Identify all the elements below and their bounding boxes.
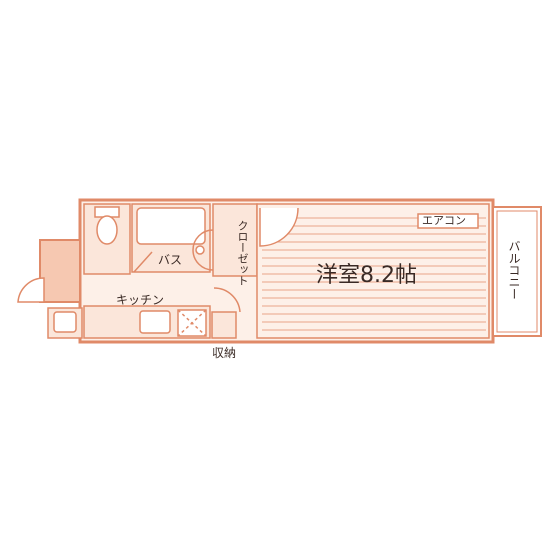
bathtub bbox=[136, 207, 206, 245]
kitchen-label: キッチン bbox=[116, 293, 165, 307]
sink bbox=[139, 310, 171, 334]
toilet-icon bbox=[96, 215, 118, 245]
room-door-swing bbox=[259, 207, 299, 247]
entrance-area bbox=[39, 239, 81, 303]
balcony-label: バルコニー bbox=[507, 240, 521, 300]
closet bbox=[212, 203, 258, 277]
storage-closet bbox=[211, 311, 237, 339]
bath-label: バス bbox=[158, 253, 183, 267]
air-conditioner bbox=[417, 213, 479, 229]
balcony bbox=[492, 206, 542, 337]
entrance-door-swing bbox=[17, 277, 45, 303]
closet-label: クローゼット bbox=[236, 220, 249, 286]
western-room-label: 洋室8.2帖 bbox=[316, 263, 417, 288]
air-conditioner-label: エアコン bbox=[422, 214, 466, 227]
storage-label: 収納 bbox=[212, 346, 237, 360]
